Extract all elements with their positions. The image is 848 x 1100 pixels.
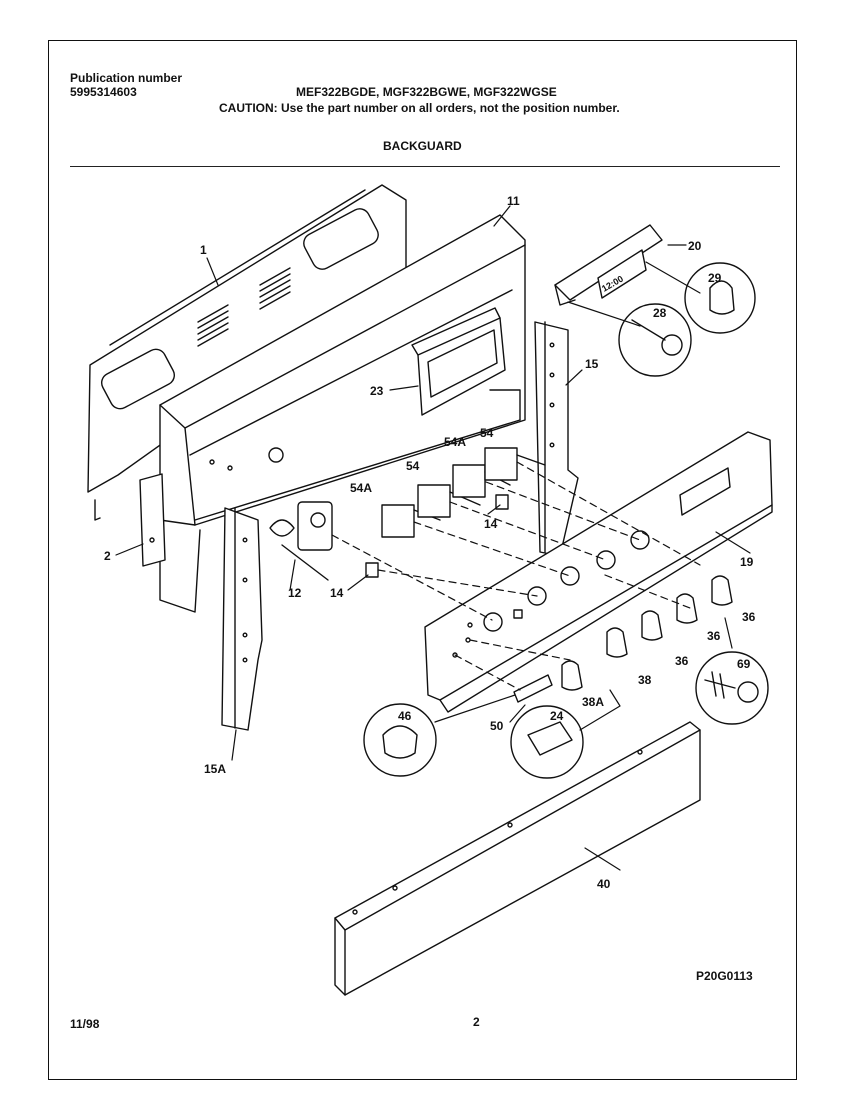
detail-circle-69 [695, 651, 769, 725]
footer-date: 11/98 [70, 1017, 100, 1031]
page-number: 2 [473, 1015, 480, 1029]
rocker-switch-part [527, 721, 573, 756]
left-small-bracket-part [139, 473, 166, 567]
connector-upper [495, 494, 509, 510]
callout: 36 [707, 629, 721, 643]
detail-circle-29 [684, 262, 756, 334]
indicator-lens-part [513, 674, 553, 703]
callout: 54 [406, 459, 420, 473]
callout: 54A [444, 435, 466, 449]
callout: 54A [350, 481, 372, 495]
detail-circle-28 [618, 303, 692, 377]
caution-note: CAUTION: Use the part number on all orde… [219, 101, 620, 115]
infinite-switch-left [381, 504, 441, 538]
callout: 23 [370, 384, 384, 398]
callout: 46 [398, 709, 412, 723]
callout: 36 [675, 654, 689, 668]
infinite-switch-upper-right [484, 447, 546, 481]
push-button-part [661, 334, 683, 356]
callout: 19 [740, 555, 754, 569]
callout: 15A [204, 762, 226, 776]
screw-head [737, 681, 759, 703]
assembly-lines [331, 461, 701, 691]
thermostat-part [269, 501, 333, 581]
callout: 1 [200, 243, 207, 257]
figure-code: P20G0113 [696, 969, 753, 983]
callout: 50 [490, 719, 504, 733]
right-end-bracket-part [534, 321, 579, 557]
callout: 2 [104, 549, 111, 563]
callout: 24 [550, 709, 564, 723]
callout: 40 [597, 877, 611, 891]
left-end-bracket-part [221, 507, 263, 731]
callout: 69 [737, 657, 751, 671]
publication-number: 5995314603 [70, 85, 137, 99]
callout: 38 [638, 673, 652, 687]
screw-part [704, 671, 736, 699]
callout: 14 [484, 517, 498, 531]
callout: 38A [582, 695, 604, 709]
backguard-housing-part [159, 214, 526, 613]
callout: 14 [330, 586, 344, 600]
knob-insert-part [709, 280, 735, 315]
trim-strip-part [334, 721, 701, 996]
shaft-part [631, 319, 666, 341]
clock-timer-part [554, 224, 663, 306]
callout: 11 [507, 194, 520, 208]
infinite-switch-center [417, 484, 481, 518]
leader-lines [115, 205, 751, 871]
callout: 20 [688, 239, 702, 253]
callout: 54 [480, 426, 494, 440]
callout: 29 [708, 271, 722, 285]
model-numbers: MEF322BGDE, MGF322BGWE, MGF322WGSE [296, 85, 557, 99]
callout: 28 [653, 306, 667, 320]
section-title: BACKGUARD [383, 139, 462, 153]
bracket-part [411, 307, 506, 416]
callout: 36 [742, 610, 756, 624]
callout: 15 [585, 357, 599, 371]
page-border [48, 40, 797, 1080]
control-panel-part [424, 431, 773, 713]
callout-labels: 1 11 20 29 28 23 15 54A 54 54 54A 14 2 1… [104, 194, 756, 891]
callout: 12 [288, 586, 302, 600]
indicator-light-part [382, 725, 418, 759]
header-divider [70, 166, 780, 167]
publication-label: Publication number [70, 71, 183, 85]
knob-group [561, 575, 733, 691]
